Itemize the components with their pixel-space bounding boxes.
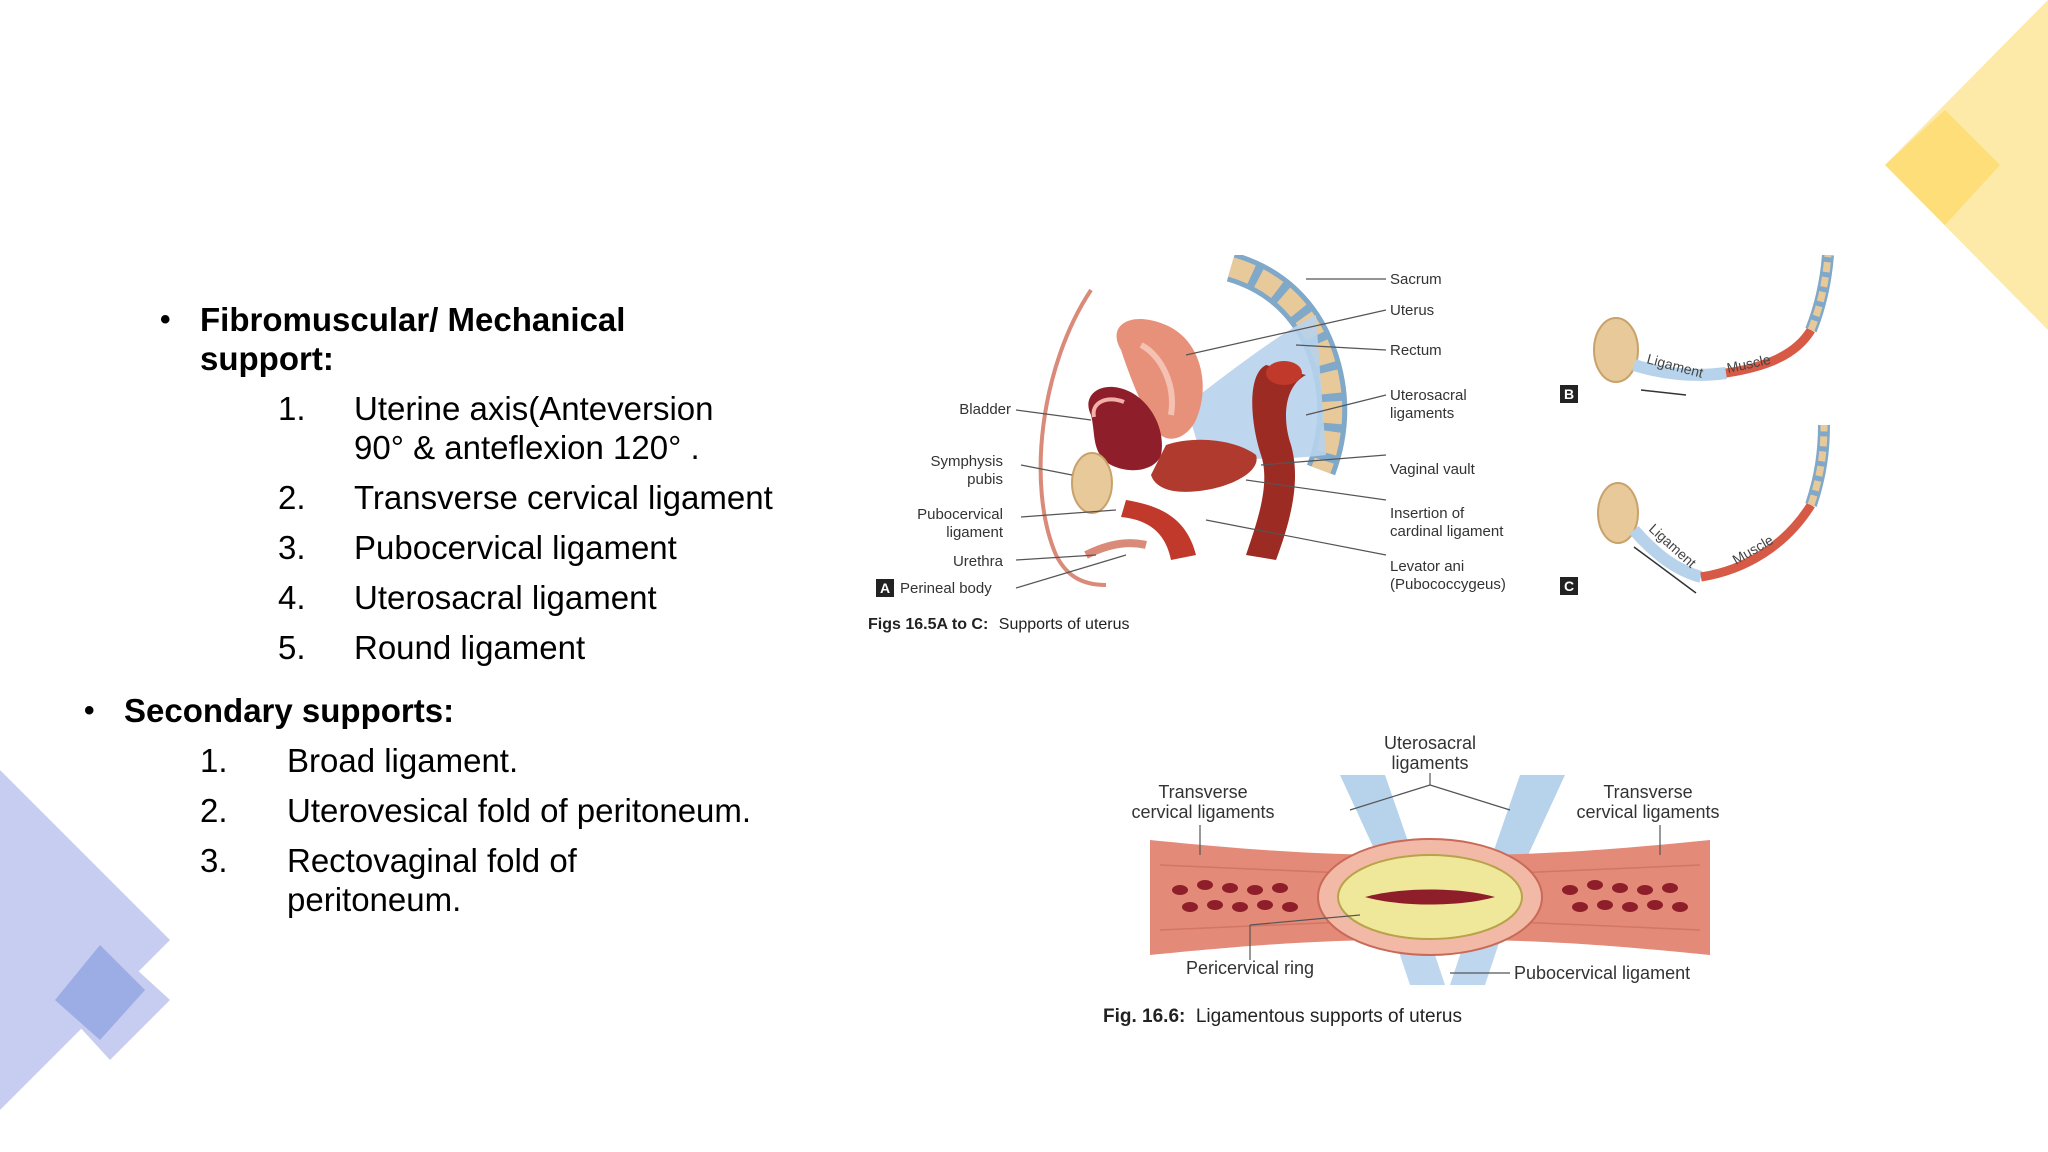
label-sacrum: Sacrum: [1390, 271, 1442, 288]
label-symphysis-2: pubis: [967, 471, 1003, 488]
list-number: 3.: [278, 529, 306, 566]
label-bladder: Bladder: [959, 401, 1011, 418]
bullet-secondary: • Secondary supports:: [84, 691, 800, 730]
content-text: • Fibromuscular/ Mechanical support: 1. …: [84, 300, 800, 919]
figure-a-caption: Figs 16.5A to C: Supports of uterus: [868, 616, 1130, 633]
figure-b-caption-bold: Fig. 16.6:: [1103, 1006, 1185, 1027]
label-uterosacral-2: ligaments: [1391, 753, 1468, 773]
list-item: 2. Uterovesical fold of peritoneum.: [200, 791, 800, 830]
list-number: 5.: [278, 629, 306, 666]
list-text: Uterovesical fold of peritoneum.: [287, 792, 752, 829]
decor-bottom-left: [0, 770, 180, 1110]
figure-b-caption: Fig. 16.6: Ligamentous supports of uteru…: [1103, 1006, 1462, 1027]
list-text: Uterine axis(Anteversion 90° & anteflexi…: [354, 390, 714, 466]
label-tcl-left-1: Transverse: [1158, 782, 1247, 802]
inset-b: B Ligament Muscle: [1560, 254, 1834, 403]
primary-heading: Fibromuscular/ Mechanical support:: [200, 301, 626, 377]
figure-a-caption-bold: Figs 16.5A to C:: [868, 616, 988, 633]
bullet-dot-icon: •: [160, 303, 171, 336]
list-text: Round ligament: [354, 629, 586, 666]
list-number: 3.: [200, 842, 228, 879]
inset-c: C Ligament Muscle: [1560, 424, 1830, 595]
label-rectum: Rectum: [1390, 342, 1442, 359]
label-pubocervical-2: ligament: [946, 524, 1004, 541]
label-vaginal-vault: Vaginal vault: [1390, 461, 1476, 478]
list-item: 2. Transverse cervical ligament: [278, 478, 800, 517]
label-levator-2: (Pubococcygeus): [1390, 576, 1506, 593]
figure-supports-of-uterus: Bladder Symphysis pubis Pubocervical lig…: [866, 252, 1896, 640]
label-uterosacral-2: ligaments: [1390, 405, 1454, 422]
list-item: 3. Rectovaginal fold of peritoneum.: [200, 841, 800, 919]
bullet-dot-icon: •: [84, 694, 95, 727]
panel-letter-b: B: [1564, 386, 1574, 402]
panel-letter-a: A: [880, 580, 890, 596]
label-pubocervical-ligament: Pubocervical ligament: [1514, 963, 1690, 983]
decor-top-right: [1860, 0, 2048, 330]
list-item: 1. Uterine axis(Anteversion 90° & antefl…: [278, 389, 800, 467]
label-insertion-2: cardinal ligament: [1390, 523, 1504, 540]
list-number: 1.: [278, 390, 306, 427]
list-text: Broad ligament.: [287, 742, 519, 779]
panel-letter-c: C: [1564, 578, 1574, 594]
label-uterosacral-1: Uterosacral: [1384, 733, 1476, 753]
label-tcl-right-1: Transverse: [1603, 782, 1692, 802]
list-text: Transverse cervical ligament: [354, 479, 773, 516]
label-symphysis-1: Symphysis: [930, 453, 1003, 470]
figure-b-caption-text: Ligamentous supports of uterus: [1196, 1006, 1462, 1027]
label-tcl-left-2: cervical ligaments: [1131, 802, 1274, 822]
list-number: 2.: [278, 479, 306, 516]
bullet-primary: • Fibromuscular/ Mechanical support:: [160, 300, 800, 378]
label-uterus: Uterus: [1390, 302, 1434, 319]
list-number: 1.: [200, 742, 228, 779]
list-text: Uterosacral ligament: [354, 579, 657, 616]
list-item: 3. Pubocervical ligament: [278, 528, 800, 567]
list-item: 1. Broad ligament.: [200, 741, 800, 780]
label-uterosacral-1: Uterosacral: [1390, 387, 1467, 404]
figure-a-caption-text: Supports of uterus: [999, 616, 1130, 633]
list-number: 2.: [200, 792, 228, 829]
label-levator-1: Levator ani: [1390, 558, 1464, 575]
label-urethra: Urethra: [953, 553, 1004, 570]
label-insertion-1: Insertion of: [1390, 505, 1465, 522]
secondary-heading: Secondary supports:: [124, 692, 455, 729]
label-perineal-body: Perineal body: [900, 580, 992, 597]
label-pubocervical-1: Pubocervical: [917, 506, 1003, 523]
pelvis-illustration: [1038, 252, 1348, 587]
list-number: 4.: [278, 579, 306, 616]
label-tcl-right-2: cervical ligaments: [1576, 802, 1719, 822]
list-item: 4. Uterosacral ligament: [278, 578, 800, 617]
figure-ligamentous-supports: Uterosacral ligaments Transverse cervica…: [1100, 725, 1760, 1035]
list-text: Pubocervical ligament: [354, 529, 677, 566]
secondary-support-section: • Secondary supports: 1. Broad ligament.…: [84, 691, 800, 919]
list-item: 5. Round ligament: [278, 628, 800, 667]
label-pericervical-ring: Pericervical ring: [1186, 958, 1314, 978]
primary-support-section: • Fibromuscular/ Mechanical support: 1. …: [160, 300, 800, 667]
list-text: Rectovaginal fold of peritoneum.: [287, 842, 577, 918]
